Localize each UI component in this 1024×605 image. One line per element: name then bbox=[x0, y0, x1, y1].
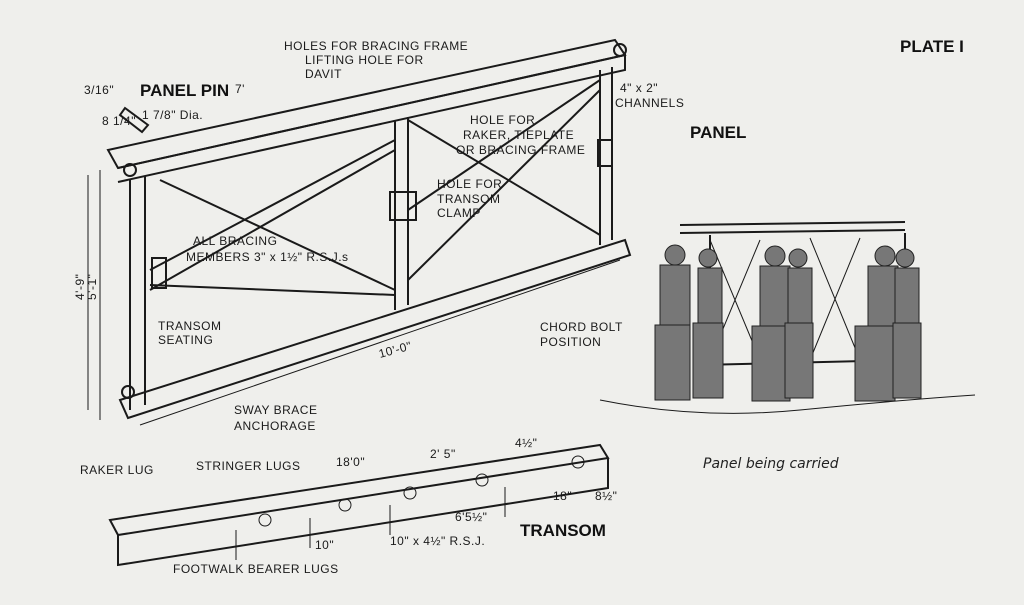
transom-drawing bbox=[108, 443, 610, 567]
label-raker-tieplate: RAKER, TIEPLATE bbox=[463, 128, 574, 142]
label-chord-bolt: CHORD BOLT bbox=[540, 320, 623, 334]
label-dim-18: 18" bbox=[553, 489, 572, 503]
plate-number: PLATE I bbox=[900, 37, 964, 56]
label-channels-size: 4" x 2" bbox=[620, 81, 658, 95]
panel-title: PANEL bbox=[690, 123, 746, 142]
panel-being-carried-illustration bbox=[599, 221, 976, 414]
label-transom-seating-2: SEATING bbox=[158, 333, 213, 347]
label-rsj: 10" x 4½" R.S.J. bbox=[390, 534, 485, 548]
pin-dim-thickness: 3/16" bbox=[84, 83, 114, 97]
label-transom-clamp-hole: HOLE FOR bbox=[437, 177, 502, 191]
label-sway-anchorage: ANCHORAGE bbox=[234, 419, 316, 433]
label-dim-4-half: 4½" bbox=[515, 436, 537, 450]
label-height-outer: 5'-1" bbox=[85, 274, 99, 300]
label-channels: CHANNELS bbox=[615, 96, 684, 110]
label-dim-10: 10" bbox=[315, 538, 334, 552]
panel-drawing bbox=[87, 38, 632, 426]
label-transom-seating: TRANSOM bbox=[158, 319, 222, 333]
pin-dim-diameter: 1 7/8" Dia. bbox=[142, 108, 203, 122]
panel-pin-title: PANEL PIN bbox=[140, 81, 229, 100]
label-bracing: ALL BRACING bbox=[193, 234, 277, 248]
label-raker-lug: RAKER LUG bbox=[80, 463, 154, 477]
label-raker-bracing: OR BRACING FRAME bbox=[456, 143, 585, 157]
label-dim-2-5: 2' 5" bbox=[430, 447, 456, 461]
label-stringer-lugs: STRINGER LUGS bbox=[196, 459, 301, 473]
transom-title: TRANSOM bbox=[520, 521, 606, 540]
label-footwalk-bearer-lugs: FOOTWALK BEARER LUGS bbox=[173, 562, 339, 576]
label-bracing-members: MEMBERS 3" x 1½" R.S.J.s bbox=[186, 250, 349, 264]
label-height-inner: 4'-9" bbox=[73, 274, 87, 300]
label-holes-bracing: HOLES FOR BRACING FRAME bbox=[284, 39, 468, 53]
pin-dim-length: 8 1/4" bbox=[102, 114, 136, 128]
label-transom-clamp-transom: TRANSOM bbox=[437, 192, 501, 206]
label-chord-bolt-position: POSITION bbox=[540, 335, 601, 349]
label-transom-length: 18'0" bbox=[336, 455, 365, 469]
label-raker-hole: HOLE FOR bbox=[470, 113, 535, 127]
label-lifting-hole-davit: DAVIT bbox=[305, 67, 342, 81]
label-lifting-hole: LIFTING HOLE FOR bbox=[305, 53, 424, 67]
label-transom-clamp: CLAMP bbox=[437, 206, 481, 220]
panel-pin-drawing bbox=[118, 106, 150, 134]
caption-panel-carried: Panel being carried bbox=[703, 456, 839, 472]
label-sway-brace: SWAY BRACE bbox=[234, 403, 317, 417]
label-dim-7: 7' bbox=[235, 82, 245, 96]
label-dim-8-half: 8½" bbox=[595, 489, 617, 503]
label-dim-6-5-half: 6'5½" bbox=[455, 510, 487, 524]
